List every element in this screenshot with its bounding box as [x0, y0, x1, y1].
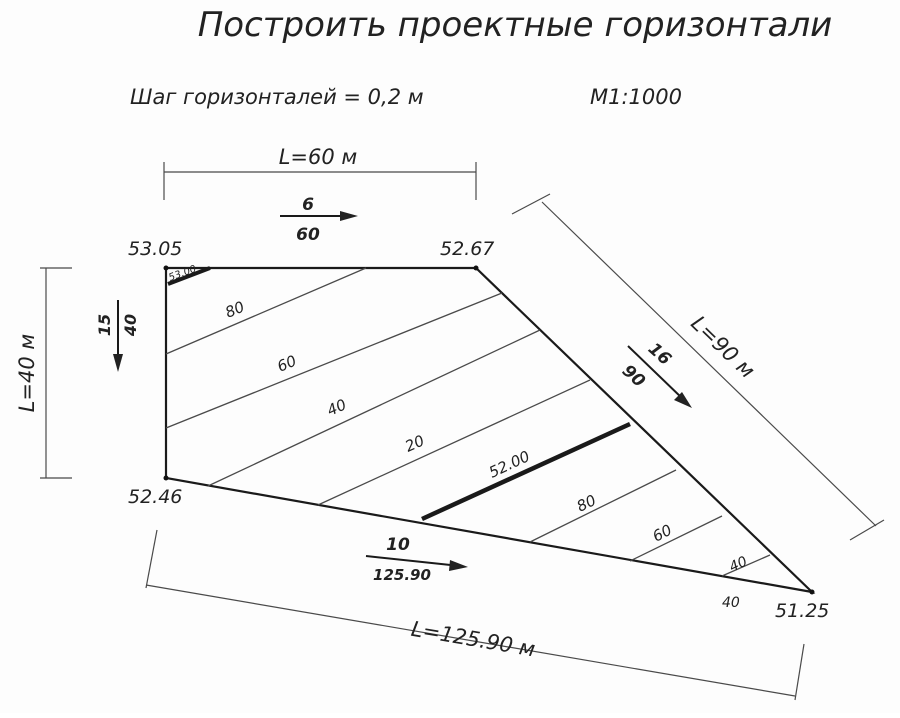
contour-label-40b: 40: [727, 554, 750, 576]
contour-label-80a: 80: [223, 298, 248, 322]
slope-bottom-denominator: 125.90: [373, 566, 431, 584]
slope-diagonal-denominator: 90: [618, 361, 649, 392]
dimension-line-bottom: [145, 584, 796, 697]
contour-60a: [165, 292, 503, 429]
site-outline: [164, 266, 816, 594]
dimension-left: L=40 м: [15, 334, 39, 413]
dimension-tick-diagonal-bottom: [849, 519, 885, 541]
contour-label-60a: 60: [275, 352, 300, 376]
slope-diagonal-arrowhead: [674, 392, 692, 408]
slope-left-arrowhead: [113, 354, 123, 372]
contour-20: [317, 379, 591, 506]
contour-label-40c: 40: [722, 595, 740, 611]
contour-40b: [721, 554, 771, 577]
elevation-bottom-left: 52.46: [128, 486, 182, 508]
contour-label-20: 20: [402, 431, 427, 455]
vertex-bottom-right: [809, 589, 815, 595]
elevation-top-left: 53.05: [128, 238, 182, 260]
contour-step-label: Шаг горизонталей = 0,2 м: [130, 85, 424, 109]
contour-label-80b: 80: [574, 491, 599, 516]
elevation-top-right: 52.67: [440, 238, 494, 260]
dimension-tick-diagonal-top: [511, 193, 551, 215]
contour-label-53-00: 53.00: [167, 264, 198, 284]
slope-bottom-numerator: 10: [386, 535, 410, 555]
vertex-top-right: [473, 265, 479, 271]
contour-label-40a: 40: [324, 395, 349, 419]
slope-left-denominator: 40: [121, 314, 140, 337]
elevation-bottom-right: 51.25: [775, 600, 829, 622]
slope-bottom-arrow: [365, 555, 461, 567]
slope-top-arrowhead: [340, 211, 358, 221]
dimension-top: L=60 м: [279, 145, 358, 169]
vertex-top-left: [163, 265, 169, 271]
slope-bottom-arrowhead: [449, 560, 468, 571]
dimension-bottom: L=125.90 м: [409, 617, 537, 662]
contour-80b: [529, 469, 677, 543]
dimension-tick-bottom-right: [794, 643, 805, 701]
contour-52-00: [421, 421, 631, 522]
dimension-tick-bottom-left: [145, 529, 158, 589]
contour-40a: [207, 329, 541, 487]
dimension-diagonal: L=90 м: [686, 311, 759, 383]
slope-top-numerator: 6: [302, 195, 314, 215]
contour-53-00: [167, 266, 211, 286]
vertex-bottom-left: [163, 475, 169, 481]
contour-80a: [165, 267, 367, 355]
slope-diagonal-arrow: [627, 345, 685, 401]
slope-top-denominator: 60: [296, 225, 320, 245]
contour-label-60b: 60: [650, 521, 675, 546]
slope-left-numerator: 15: [95, 314, 114, 336]
contour-label-52-00: 52.00: [486, 447, 533, 481]
dimension-line-diagonal: [541, 201, 877, 527]
scale-label: M1:1000: [590, 85, 682, 109]
contour-60b: [629, 515, 723, 562]
title: Построить проектные горизонтали: [198, 5, 833, 45]
